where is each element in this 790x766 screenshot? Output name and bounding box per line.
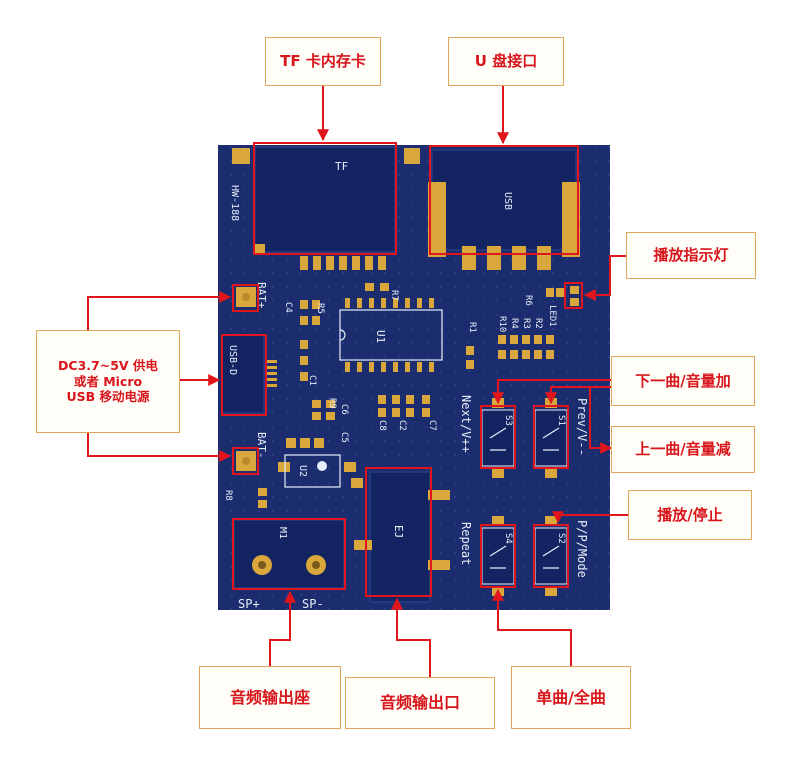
r2-label: R2 xyxy=(533,318,543,329)
r5-label: R5 xyxy=(315,303,325,314)
callout-usb-port: U 盘接口 xyxy=(448,37,564,86)
s2-label: S2 xyxy=(556,533,566,544)
r3-label: R3 xyxy=(521,318,531,329)
speaker-socket: M1 SP+ SP- xyxy=(233,519,345,611)
sp-plus-label: SP+ xyxy=(238,597,260,611)
highlight-s3 xyxy=(480,405,516,469)
r9-label: R9 xyxy=(327,398,337,409)
c1-label: C1 xyxy=(307,375,317,386)
arrow-bat-plus xyxy=(87,291,232,330)
callout-play-stop: 播放/停止 xyxy=(628,490,752,540)
usb-d-label: USB-D xyxy=(227,345,238,375)
c2-label: C2 xyxy=(397,420,407,431)
callout-audio-jack: 音频输出口 xyxy=(345,677,495,729)
highlight-boxes xyxy=(221,142,583,597)
r7-label: R7 xyxy=(389,290,399,301)
audio-jack: EJ xyxy=(354,471,450,603)
r8-label: R8 xyxy=(223,490,233,501)
arrow-led xyxy=(583,255,626,301)
prev-label: Prev/V-- xyxy=(575,398,589,456)
highlight-s2 xyxy=(533,524,569,588)
power-line-1: DC3.7~5V 供电 xyxy=(58,358,158,374)
passive-components xyxy=(258,283,579,508)
power-line-3: USB 移动电源 xyxy=(66,389,150,405)
callout-single-all: 单曲/全曲 xyxy=(511,666,631,729)
usb-pins xyxy=(462,246,551,270)
tf-pins xyxy=(300,256,386,270)
bat-minus-label: BAT- xyxy=(255,432,268,459)
led1-label: LED1 xyxy=(547,305,557,327)
micro-usb-port: USB-D xyxy=(221,334,277,414)
arrow-bat-minus xyxy=(87,433,232,462)
arrow-speaker xyxy=(269,590,296,666)
u1-chip: U1 xyxy=(339,298,443,372)
s4-label: S4 xyxy=(503,533,513,544)
s3-label: S3 xyxy=(503,415,513,426)
callout-speaker-out: 音频输出座 xyxy=(199,666,341,729)
callout-next-vol-up: 下一曲/音量加 xyxy=(611,356,755,406)
arrow-s4 xyxy=(492,588,572,677)
u1-label: U1 xyxy=(374,330,387,343)
m1-label: M1 xyxy=(277,527,288,539)
highlight-usb-d xyxy=(221,334,267,416)
c7-label: C7 xyxy=(427,420,437,431)
next-label: Next/V++ xyxy=(459,395,473,453)
ej-label: EJ xyxy=(392,525,405,538)
arrows xyxy=(87,86,628,677)
switch-s4: S4 xyxy=(481,516,515,596)
highlight-s4 xyxy=(480,524,516,588)
model-label: HW-188 xyxy=(229,185,240,221)
highlight-usb xyxy=(429,145,579,255)
highlight-led xyxy=(564,282,583,309)
highlight-speaker xyxy=(232,518,346,590)
callout-prev-vol-down: 上一曲/音量减 xyxy=(611,426,755,473)
callout-power: DC3.7~5V 供电 或者 Micro USB 移动电源 xyxy=(36,330,180,433)
highlight-jack xyxy=(365,467,432,597)
switch-s3: S3 xyxy=(481,398,515,478)
tf-label: TF xyxy=(335,160,348,173)
tf-card-slot: TF HW-188 xyxy=(229,146,420,270)
mode-label: P/P/Mode xyxy=(575,520,589,578)
highlight-tf xyxy=(253,142,397,255)
switch-s1: S1 xyxy=(534,398,568,478)
u2-label: U2 xyxy=(297,465,308,477)
s1-label: S1 xyxy=(556,415,566,426)
usb-port: USB xyxy=(428,149,580,270)
r6-label: R6 xyxy=(523,295,533,306)
arrow-jack xyxy=(391,597,431,677)
callout-tf-slot: TF 卡内存卡 xyxy=(265,37,381,86)
r10-label: R10 xyxy=(497,316,507,332)
arrow-s2 xyxy=(552,511,628,524)
usb-label: USB xyxy=(502,192,513,210)
bat-minus-pad: BAT- xyxy=(236,432,268,471)
u2-chip: U2 xyxy=(284,454,341,488)
sp-minus-label: SP- xyxy=(302,597,324,611)
c4-label: C4 xyxy=(283,302,293,313)
r4-label: R4 xyxy=(509,318,519,329)
power-line-2: 或者 Micro xyxy=(73,373,143,389)
arrow-s3 xyxy=(492,379,611,405)
c5-label: C5 xyxy=(339,432,349,443)
repeat-label: Repeat xyxy=(459,522,473,565)
callout-play-led: 播放指示灯 xyxy=(626,232,756,279)
highlight-bat-plus xyxy=(232,284,259,312)
highlight-s1 xyxy=(533,405,569,469)
r1-label: R1 xyxy=(467,322,477,333)
switch-s2: S2 xyxy=(534,516,568,596)
arrow-s1-right xyxy=(589,386,613,454)
c8-label: C8 xyxy=(377,420,387,431)
c6-label: C6 xyxy=(339,404,349,415)
highlight-bat-minus xyxy=(232,447,259,475)
bat-plus-label: BAT+ xyxy=(255,282,268,309)
component-labels: R7 R5 C4 C1 R9 C6 C5 C8 C2 C7 R1 R10 R4 … xyxy=(223,290,557,501)
